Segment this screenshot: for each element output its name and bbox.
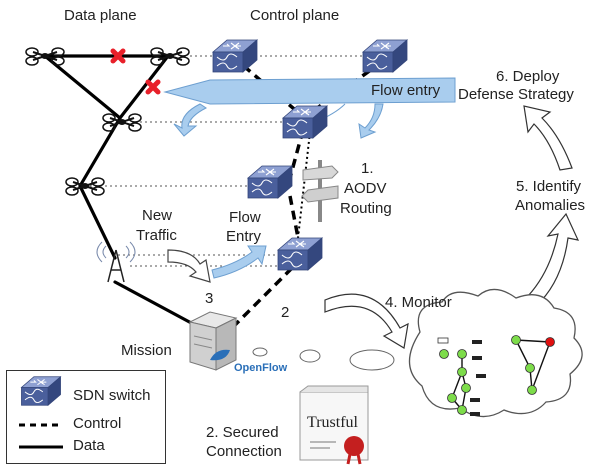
- legend-sdn-switch-label: SDN switch: [73, 387, 151, 404]
- path-number-2: 2: [281, 304, 290, 321]
- legend-sdn-switch: SDN switch: [7, 376, 165, 406]
- step6-label-b: Defense Strategy: [458, 86, 574, 103]
- step1-number: 1.: [361, 160, 374, 177]
- sdn-switch-2: [362, 39, 408, 73]
- drone-2: [150, 47, 190, 66]
- dotted-links: [90, 55, 365, 267]
- step1-label-b: Routing: [340, 200, 392, 217]
- step2-label-a: 2. Secured: [206, 424, 279, 441]
- anomaly-cloud: [408, 288, 583, 418]
- sdn-switch-5: [277, 237, 323, 271]
- control-plane-label: Control plane: [250, 7, 340, 24]
- data-plane-label: Data plane: [64, 7, 137, 24]
- flow-entry-small-arrow: [211, 245, 267, 279]
- thought-bubbles: [252, 347, 395, 371]
- sdn-switch-4: [247, 165, 293, 199]
- monitor-arrow: [324, 293, 409, 349]
- flow-entry-label-b: Entry: [226, 228, 262, 245]
- broken-link-icon: [110, 48, 161, 95]
- identify-arrow: [527, 212, 580, 307]
- data-line-icon: [19, 445, 63, 449]
- trustful-label: Trustful: [307, 414, 358, 431]
- sdn-switch-1: [212, 39, 258, 73]
- graph-nodes: [437, 335, 555, 415]
- deploy-arrow: [523, 105, 573, 171]
- legend-data-label: Data: [73, 437, 105, 454]
- sdn-switch-icon: [20, 376, 62, 406]
- new-traffic-label-b: Traffic: [136, 227, 177, 244]
- legend-control-label: Control: [73, 415, 122, 432]
- legend-control: Control: [7, 413, 165, 437]
- legend-data: Data: [7, 435, 165, 459]
- mission-server-icon: [188, 311, 238, 371]
- step6-label-a: 6. Deploy: [496, 68, 560, 85]
- flow-entry-arrow: [163, 77, 456, 139]
- drone-1: [25, 47, 65, 66]
- antenna-tower-icon: [96, 241, 136, 283]
- step5-label-a: 5. Identify: [516, 178, 582, 195]
- mission-label: Mission: [121, 342, 172, 359]
- step1-label-a: AODV: [344, 180, 387, 197]
- step2-label-b: Connection: [206, 443, 282, 460]
- legend: SDN switch Control Data: [6, 370, 166, 464]
- sdn-switch-3: [282, 105, 328, 139]
- openflow-label: OpenFlow: [234, 362, 288, 374]
- new-traffic-label-a: New: [142, 207, 173, 224]
- step4-label: 4. Monitor: [385, 294, 452, 311]
- data-links: [43, 54, 197, 327]
- step5-label-b: Anomalies: [515, 197, 586, 214]
- flow-entry-label-a: Flow: [229, 209, 261, 226]
- routing-sign-icon: [301, 160, 339, 222]
- control-line-icon: [19, 423, 63, 427]
- flow-entry-top-label: Flow entry: [371, 82, 441, 99]
- path-number-3: 3: [205, 290, 214, 307]
- new-traffic-arrow: [167, 249, 211, 283]
- graph-tags: [470, 340, 486, 416]
- openflow-logo-icon: [210, 349, 230, 361]
- trustful-certificate-icon: [299, 385, 369, 465]
